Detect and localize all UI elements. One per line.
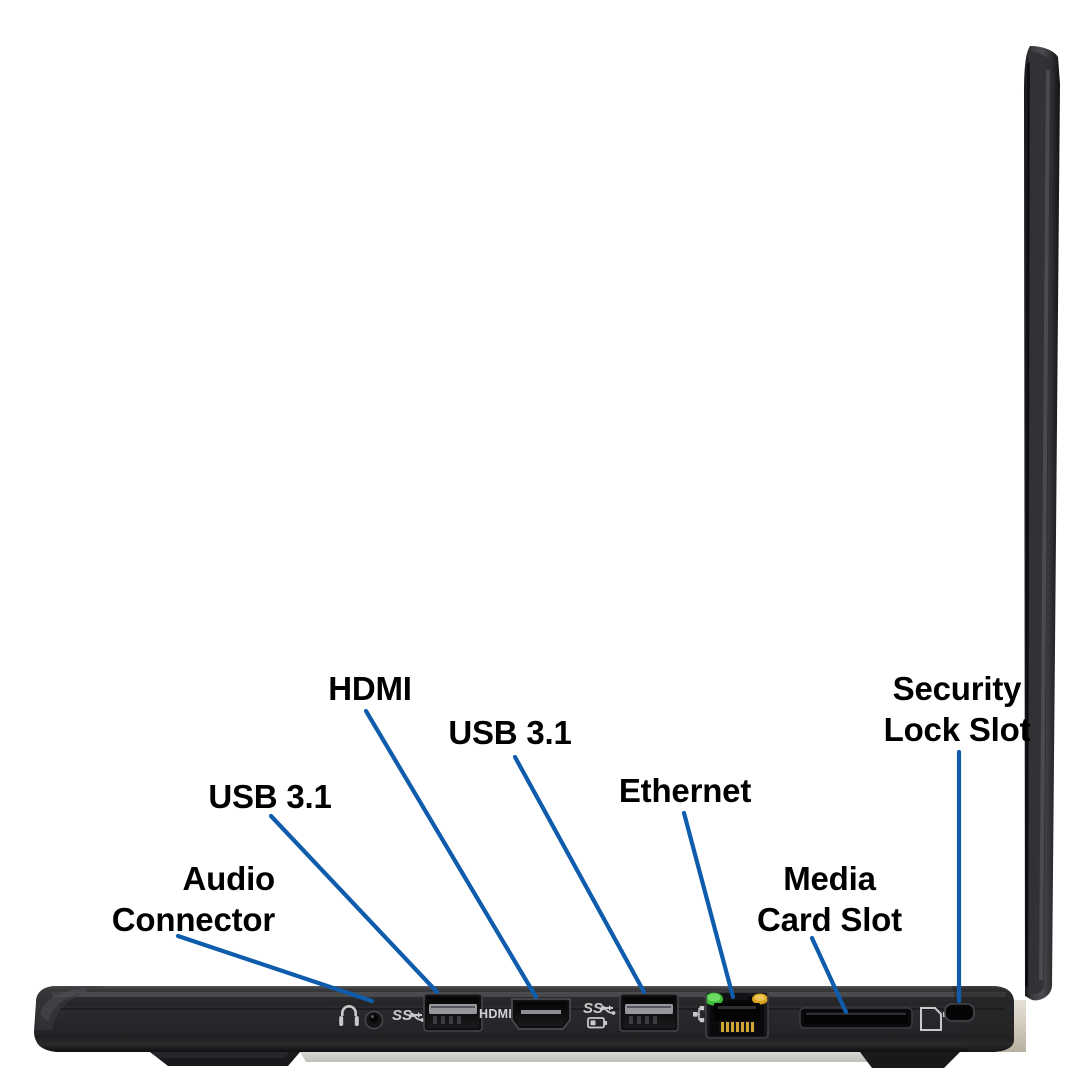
svg-text:SS: SS bbox=[583, 1000, 603, 1017]
port-hdmi[interactable] bbox=[511, 998, 571, 1030]
callout-label-media-card-slot: Media Card Slot bbox=[757, 860, 902, 938]
port-usb-a-1[interactable] bbox=[423, 993, 483, 1032]
leader-line-ethernet bbox=[681, 810, 736, 1000]
headphone-icon bbox=[339, 1005, 359, 1026]
callout-label-usb-31-left: USB 3.1 bbox=[208, 778, 332, 815]
leader-line-audio-connector bbox=[175, 933, 375, 1004]
callout-label-audio-connector: Audio Connector bbox=[111, 860, 275, 938]
leader-line-usb-31-left bbox=[268, 813, 440, 995]
leader-line-hdmi bbox=[363, 708, 539, 1000]
laptop-feet bbox=[150, 1052, 960, 1068]
laptop-lid bbox=[1024, 46, 1060, 1001]
ethernet-icon bbox=[693, 1006, 705, 1023]
port-ethernet-rj45[interactable] bbox=[705, 991, 769, 1039]
svg-text:SS: SS bbox=[392, 1007, 412, 1024]
port-audio-jack[interactable] bbox=[339, 1005, 384, 1030]
usb-superspeed-icon: SS bbox=[392, 1007, 425, 1024]
usb-superspeed-charging-icon: SS bbox=[583, 1000, 616, 1029]
hdmi-label-marking: HDMI bbox=[479, 1007, 512, 1021]
leader-line-usb-31-right bbox=[512, 754, 647, 995]
leader-line-media-card-slot bbox=[809, 935, 849, 1015]
port-security-lock-slot[interactable] bbox=[944, 1003, 975, 1022]
callout-label-hdmi: HDMI bbox=[328, 670, 412, 707]
callout-label-security-lock-slot: Security Lock Slot bbox=[883, 670, 1031, 748]
callout-label-usb-31-right: USB 3.1 bbox=[448, 714, 572, 751]
port-media-card-slot[interactable] bbox=[799, 1007, 913, 1029]
port-usb-a-2[interactable] bbox=[619, 993, 679, 1032]
callout-label-ethernet: Ethernet bbox=[618, 772, 752, 809]
